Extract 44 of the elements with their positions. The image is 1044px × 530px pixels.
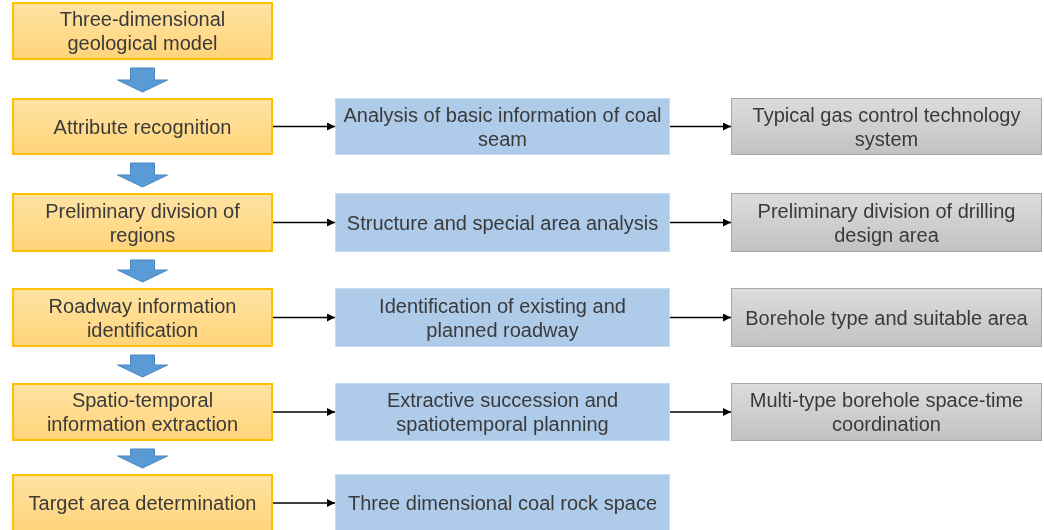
step-box — [12, 2, 273, 60]
box-label: Multi-type borehole space-time coordination — [748, 388, 1025, 436]
box-label: Three-dimensional geological model — [58, 7, 227, 55]
analysis-box — [335, 193, 670, 252]
box-label: Structure and special area analysis — [346, 210, 659, 235]
arrow — [272, 408, 336, 416]
block-arrow — [117, 67, 168, 93]
box-label: Three dimensional coal rock space — [347, 491, 657, 515]
arrow — [272, 499, 336, 507]
arrow — [272, 218, 336, 227]
box-label: Borehole type and suitable area — [745, 305, 1028, 330]
result-box — [731, 288, 1042, 347]
arrow — [669, 313, 732, 322]
result-box — [731, 98, 1042, 155]
box-label: Preliminary division of regions — [44, 198, 241, 247]
analysis-box — [335, 288, 670, 347]
arrow — [272, 313, 336, 322]
step-box — [12, 193, 273, 252]
step-box — [12, 98, 273, 155]
analysis-box — [335, 98, 670, 155]
analysis-box — [335, 474, 670, 530]
arrow — [669, 218, 732, 227]
step-box — [12, 288, 273, 347]
block-arrow — [117, 259, 168, 283]
arrow — [669, 408, 732, 416]
block-arrow — [117, 162, 168, 188]
box-label: Spatio-temporal information extraction — [45, 388, 240, 436]
box-label: Extractive succession and spatiotemporal planning — [385, 388, 620, 436]
step-box — [12, 474, 273, 530]
box-label: Typical gas control technology system — [751, 102, 1022, 151]
arrow — [272, 122, 336, 131]
box-label: Identification of existing and planned roadway — [378, 293, 627, 342]
box-label: Preliminary division of drilling design area — [756, 198, 1017, 247]
box-label: Attribute recognition — [53, 114, 232, 139]
block-arrow — [117, 448, 168, 469]
step-box — [12, 383, 273, 441]
box-label: Roadway information identification — [47, 293, 238, 342]
arrow — [669, 122, 732, 131]
box-label: Analysis of basic information of coal seam — [342, 102, 663, 151]
result-box — [731, 383, 1042, 441]
result-box — [731, 193, 1042, 252]
block-arrow — [117, 354, 168, 378]
analysis-box — [335, 383, 670, 441]
box-label: Target area determination — [28, 491, 257, 515]
